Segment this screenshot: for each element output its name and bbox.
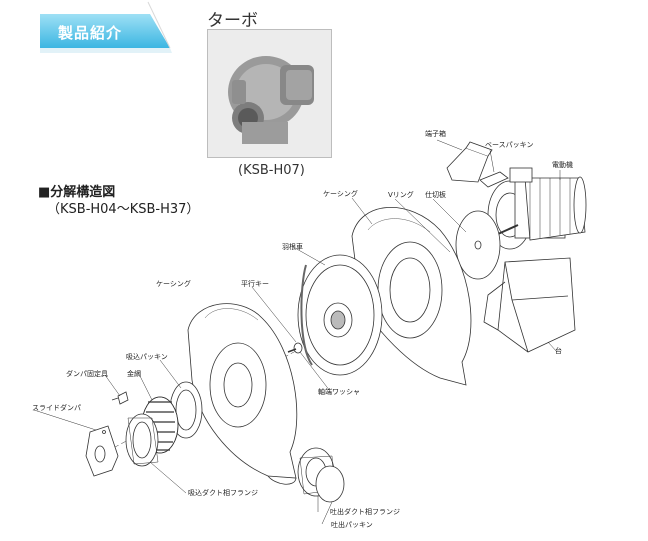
base-packing-part: [479, 171, 509, 188]
banner-label: 製品紹介: [58, 24, 123, 42]
label-stand: 台: [555, 347, 562, 355]
stand-part: [483, 257, 576, 353]
suction-flange-part: [125, 413, 159, 467]
label-base-packing: ベースパッキン: [485, 141, 534, 149]
damper-fixture-part: [111, 391, 129, 405]
rear-casing-part: [351, 207, 472, 386]
label-slide-damper: スライドダンパ: [32, 404, 81, 412]
motor-part: [487, 167, 587, 250]
partition-plate-part: [455, 210, 501, 280]
product-title: ターボ: [207, 11, 258, 31]
label-damper-fixture: ダンパ固定具: [66, 370, 108, 378]
front-casing-part: [187, 303, 298, 485]
product-photo: [207, 29, 332, 158]
label-parallel-key: 平行キー: [241, 280, 269, 288]
label-shaft-washer: 軸端ワッシャ: [318, 388, 360, 396]
product-model: (KSB-H07): [238, 163, 305, 178]
leader-lines: [33, 139, 561, 525]
impeller-part: [297, 254, 383, 376]
label-discharge-flange: 吐出ダクト相フランジ: [330, 508, 400, 516]
label-v-ring: Vリング: [388, 191, 414, 199]
turbo-blower-icon: [228, 56, 314, 144]
label-suction-flange: 吸込ダクト相フランジ: [188, 489, 258, 497]
label-suction-packing: 吸込パッキン: [126, 353, 168, 361]
slide-damper-part: [85, 425, 119, 477]
section-banner: [40, 1, 172, 53]
label-motor: 電動機: [552, 161, 573, 169]
label-rear-casing: ケーシング: [323, 190, 358, 198]
discharge-packing-part: [315, 465, 345, 503]
section-title: ■分解構造図: [38, 185, 116, 200]
label-discharge-packing: 吐出パッキン: [331, 521, 373, 529]
shaft-washer-part: [287, 342, 303, 354]
label-wire-mesh: 金網: [127, 370, 141, 378]
label-impeller: 羽根車: [282, 243, 303, 251]
terminal-box-part: [446, 141, 493, 183]
label-terminal-box: 端子箱: [425, 130, 446, 138]
label-front-casing: ケーシング: [156, 280, 191, 288]
section-models: （KSB-H04～KSB-H37）: [47, 202, 200, 217]
label-partition-plate: 仕切板: [425, 191, 446, 199]
